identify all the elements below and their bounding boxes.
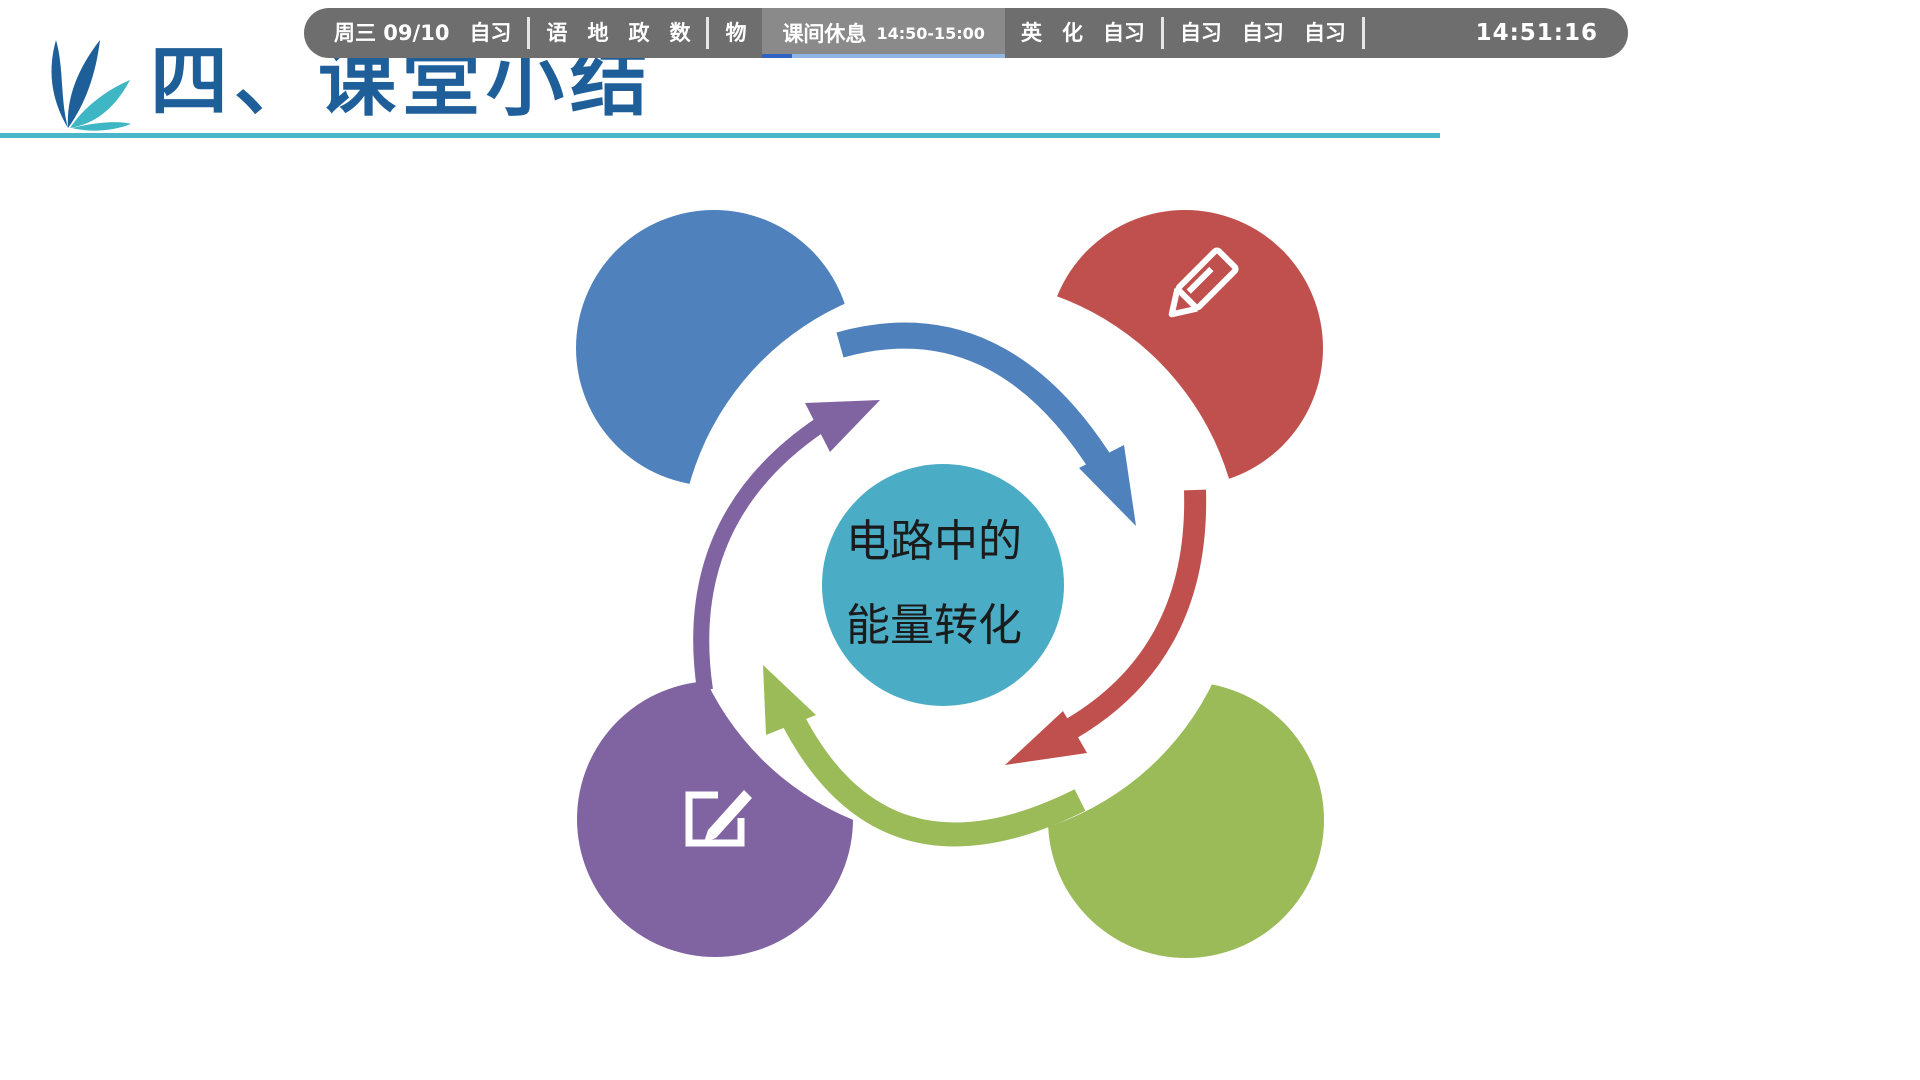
schedule-separator xyxy=(1361,17,1365,49)
purple-circle xyxy=(577,681,853,957)
schedule-slot[interactable]: 自习 xyxy=(1303,21,1346,45)
schedule-separator xyxy=(527,17,531,49)
schedule-slot[interactable]: 自习 xyxy=(1102,21,1145,45)
period-progress-track xyxy=(762,54,1005,58)
schedule-slot[interactable]: 自习 xyxy=(1179,21,1222,45)
leaf-logo-icon xyxy=(51,40,131,131)
day-date-label: 周三 09/10 xyxy=(334,21,450,45)
center-label: 电路中的 能量转化 xyxy=(813,463,1055,705)
center-line-1: 电路中的 xyxy=(846,516,1022,567)
schedule-slot[interactable]: 自习 xyxy=(469,21,512,45)
current-period[interactable]: 课间休息 14:50-15:00 xyxy=(762,8,1005,58)
center-line-2: 能量转化 xyxy=(846,600,1022,651)
schedule-slot[interactable]: 物 xyxy=(725,21,747,45)
schedule-slot[interactable]: 英 xyxy=(1020,21,1042,45)
current-period-time: 14:50-15:00 xyxy=(876,23,985,43)
purple-arrow xyxy=(693,400,880,692)
green-arrow xyxy=(763,665,1086,847)
green-circle xyxy=(1048,682,1324,958)
red-circle xyxy=(1047,210,1323,486)
period-progress-fill xyxy=(762,54,792,58)
clock-display: 14:51:16 xyxy=(1475,20,1598,46)
edit-note-icon xyxy=(685,790,752,847)
schedule-slot[interactable]: 自习 xyxy=(1241,21,1284,45)
title-divider xyxy=(0,133,1440,138)
schedule-slot[interactable]: 语 xyxy=(546,21,568,45)
schedule-slot[interactable]: 政 xyxy=(628,21,650,45)
blue-circle xyxy=(576,210,852,486)
pencil-icon xyxy=(1168,247,1239,318)
schedule-separator xyxy=(706,17,710,49)
schedule-slot[interactable]: 化 xyxy=(1061,21,1083,45)
schedule-slot[interactable]: 数 xyxy=(669,21,691,45)
schedule-slot[interactable]: 地 xyxy=(587,21,609,45)
red-arrow xyxy=(1005,489,1207,765)
blue-arrow xyxy=(836,322,1136,526)
schedule-separator xyxy=(1160,17,1164,49)
center-circle xyxy=(822,464,1064,706)
class-schedule-bar[interactable]: 周三 09/10 自习 语 地 政 数 物 课间休息 14:50-15:00 英… xyxy=(304,8,1628,58)
current-period-subject: 课间休息 xyxy=(782,22,867,46)
